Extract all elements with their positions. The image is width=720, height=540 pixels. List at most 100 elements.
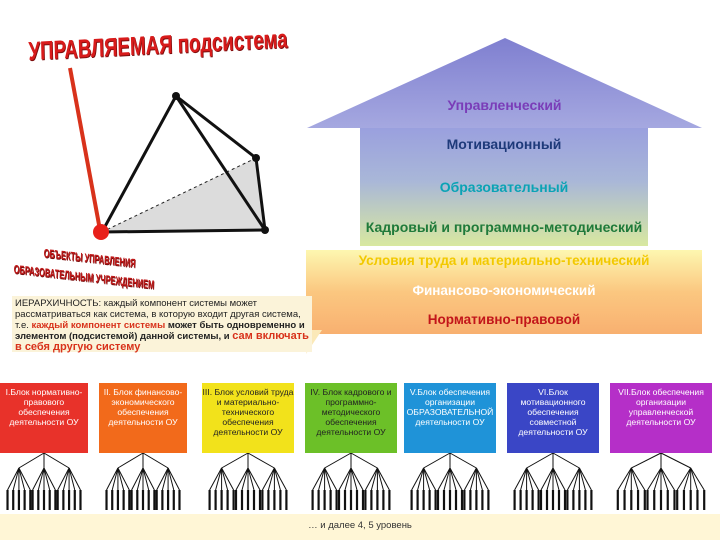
tree-branch bbox=[449, 467, 463, 491]
tree-branch bbox=[209, 467, 223, 491]
pointer-line bbox=[68, 67, 102, 231]
vertex-dot bbox=[252, 154, 260, 162]
tree-branch bbox=[475, 467, 489, 491]
tree-branch bbox=[647, 467, 662, 491]
tree-branch bbox=[572, 467, 580, 491]
tree-branch bbox=[12, 467, 20, 491]
layer-motivational: Мотивационный bbox=[446, 136, 562, 152]
tree-branch bbox=[376, 467, 384, 491]
tree-branch bbox=[18, 467, 31, 491]
tetrahedron-base-face bbox=[102, 158, 265, 232]
footer-text: … и далее 4, 5 уровень bbox=[308, 520, 412, 531]
block-6: VI.Блок мотивационного обеспечения совме… bbox=[507, 383, 599, 453]
tree-branch bbox=[370, 467, 378, 491]
tree-branch bbox=[241, 467, 249, 491]
tree-branch bbox=[156, 467, 169, 491]
tree-branch bbox=[540, 467, 554, 491]
tree-branch bbox=[437, 467, 451, 491]
tree-branch bbox=[261, 467, 275, 491]
tree-branch bbox=[18, 452, 45, 469]
tree-branch bbox=[221, 467, 235, 491]
tree-branch bbox=[526, 467, 540, 491]
tetrahedron-edge bbox=[100, 95, 178, 233]
tree-branch bbox=[526, 467, 534, 491]
tree-branch bbox=[221, 467, 229, 491]
hierarchy-note: ИЕРАРХИЧНОСТЬ: каждый компонент системы … bbox=[12, 296, 312, 353]
tree-branch bbox=[142, 467, 155, 491]
vertex-dot bbox=[172, 92, 180, 100]
tree-branch bbox=[344, 467, 352, 491]
tree-branch bbox=[37, 467, 45, 491]
tree-branch bbox=[469, 467, 477, 491]
tree-branch bbox=[32, 467, 45, 491]
tree-branch bbox=[142, 467, 150, 491]
tree-branch bbox=[43, 467, 51, 491]
tree-branch bbox=[552, 467, 566, 491]
tree-branch bbox=[423, 467, 431, 491]
tree-branch bbox=[660, 467, 669, 491]
tree-branch bbox=[683, 467, 692, 491]
hierarchy-text-1: ИЕРАРХИЧНОСТЬ: каждый компонент системы … bbox=[15, 298, 301, 331]
tree-branch bbox=[324, 467, 338, 491]
tree-branch bbox=[449, 467, 457, 491]
tree-branch bbox=[167, 467, 180, 491]
tree-branch bbox=[106, 467, 119, 491]
layer-working-conditions: Условия труда и материально-технический bbox=[358, 252, 650, 268]
tree-branch bbox=[350, 467, 364, 491]
block-3: III. Блок условий труда и материально-те… bbox=[202, 383, 294, 453]
tree-branch bbox=[312, 467, 326, 491]
tree-branch bbox=[566, 467, 580, 491]
tree-branch bbox=[318, 467, 326, 491]
tree-branch bbox=[660, 467, 675, 491]
tree-branch bbox=[324, 467, 332, 491]
tree-branch bbox=[117, 467, 130, 491]
vertex-dot bbox=[261, 226, 269, 234]
tree-branch bbox=[578, 467, 586, 491]
block-1: I.Блок нормативно-правового обеспечения … bbox=[0, 383, 88, 453]
tree-branch bbox=[221, 452, 249, 469]
house-foundation bbox=[306, 250, 702, 334]
layer-normative: Нормативно-правовой bbox=[427, 311, 581, 327]
layer-educational: Образовательный bbox=[439, 179, 569, 195]
tree-branch bbox=[247, 452, 275, 469]
tree-branch bbox=[68, 467, 76, 491]
tree-branch bbox=[578, 467, 592, 491]
house-body bbox=[360, 128, 648, 246]
block-7: VII.Блок обеспечения организации управле… bbox=[610, 383, 712, 453]
tree-branch bbox=[7, 467, 20, 491]
tree-branch bbox=[136, 467, 144, 491]
tree-branch bbox=[443, 467, 451, 491]
tree-branch bbox=[546, 467, 554, 491]
tree-branch bbox=[273, 467, 281, 491]
tree-branch bbox=[630, 467, 646, 491]
layer-staffing: Кадровый и программно-методический bbox=[365, 219, 643, 235]
tree-branch bbox=[631, 452, 662, 469]
tree-branch bbox=[111, 467, 119, 491]
tree-branch bbox=[117, 452, 144, 469]
block-2: II. Блок финансово-экономического обеспе… bbox=[99, 383, 187, 453]
tree-branch bbox=[417, 467, 425, 491]
hierarchy-text-2: каждый компонент системы bbox=[31, 320, 166, 331]
tree-branch bbox=[376, 467, 390, 491]
tree-branch bbox=[43, 467, 56, 491]
footer-band bbox=[0, 514, 720, 540]
object-vertex-red bbox=[93, 224, 109, 240]
block-4: IV. Блок кадрового и программно-методиче… bbox=[305, 383, 397, 453]
tree-branch bbox=[350, 452, 378, 469]
tetrahedron-edge bbox=[101, 228, 266, 234]
tree-branch bbox=[247, 467, 255, 491]
tree-branch bbox=[423, 452, 451, 469]
tree-branch bbox=[676, 467, 692, 491]
tree-branch bbox=[552, 467, 560, 491]
layer-financial: Финансово-экономический bbox=[412, 282, 596, 298]
tree-branch bbox=[161, 467, 169, 491]
tree-branch bbox=[350, 467, 358, 491]
tetrahedron-edge bbox=[175, 94, 257, 160]
tree-branch bbox=[131, 467, 144, 491]
block-5: V.Блок обеспечения организации ОБРАЗОВАТ… bbox=[404, 383, 496, 453]
layer-managerial: Управленческий bbox=[447, 97, 562, 113]
tree-branch bbox=[411, 467, 425, 491]
tree-branch bbox=[653, 467, 662, 491]
tree-branch bbox=[690, 467, 705, 491]
